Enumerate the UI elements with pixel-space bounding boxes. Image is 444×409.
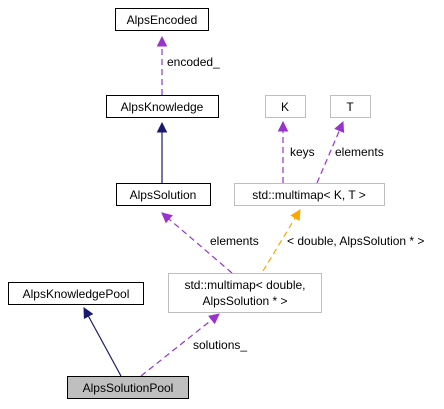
edge-template-args xyxy=(262,209,301,272)
edge-label-solutions: solutions_ xyxy=(193,338,247,352)
node-alps-encoded[interactable]: AlpsEncoded xyxy=(115,8,209,31)
node-label-alps-knowledge: AlpsKnowledge xyxy=(121,100,204,114)
node-label-alps-solution-pool: AlpsSolutionPool xyxy=(83,381,174,395)
edge-elements-solution xyxy=(161,212,233,274)
node-label-param-t: T xyxy=(346,100,354,114)
node-label-multimap-template: std::multimap< K, T > xyxy=(252,188,366,202)
node-param-t: T xyxy=(330,95,371,118)
node-alps-solution-pool: AlpsSolutionPool xyxy=(67,376,189,399)
edge-label-elements-t: elements xyxy=(335,145,384,159)
edge-label-keys: keys xyxy=(290,145,315,159)
edge-label-encoded: encoded_ xyxy=(167,55,220,69)
edge-pool-inherits-knowledge-pool xyxy=(83,307,122,377)
edge-solutions xyxy=(140,313,220,377)
node-multimap-template: std::multimap< K, T > xyxy=(234,183,385,206)
node-alps-knowledge-pool[interactable]: AlpsKnowledgePool xyxy=(8,282,144,305)
node-label-multimap-instance-line1: std::multimap< double, xyxy=(184,278,305,292)
edge-elements-t xyxy=(316,121,345,184)
node-label-alps-solution: AlpsSolution xyxy=(130,188,197,202)
node-label-alps-knowledge-pool: AlpsKnowledgePool xyxy=(23,287,130,301)
node-alps-knowledge[interactable]: AlpsKnowledge xyxy=(106,95,219,118)
node-label-alps-encoded: AlpsEncoded xyxy=(127,13,198,27)
node-label-multimap-instance-line2: AlpsSolution * > xyxy=(202,294,287,308)
edge-label-template-args: < double, AlpsSolution * > xyxy=(287,234,424,248)
node-multimap-instance: std::multimap< double, AlpsSolution * > xyxy=(168,273,322,313)
node-param-k: K xyxy=(265,95,306,118)
node-alps-solution[interactable]: AlpsSolution xyxy=(116,183,211,206)
edge-label-elements-solution: elements xyxy=(210,234,259,248)
node-label-param-k: K xyxy=(281,100,289,114)
